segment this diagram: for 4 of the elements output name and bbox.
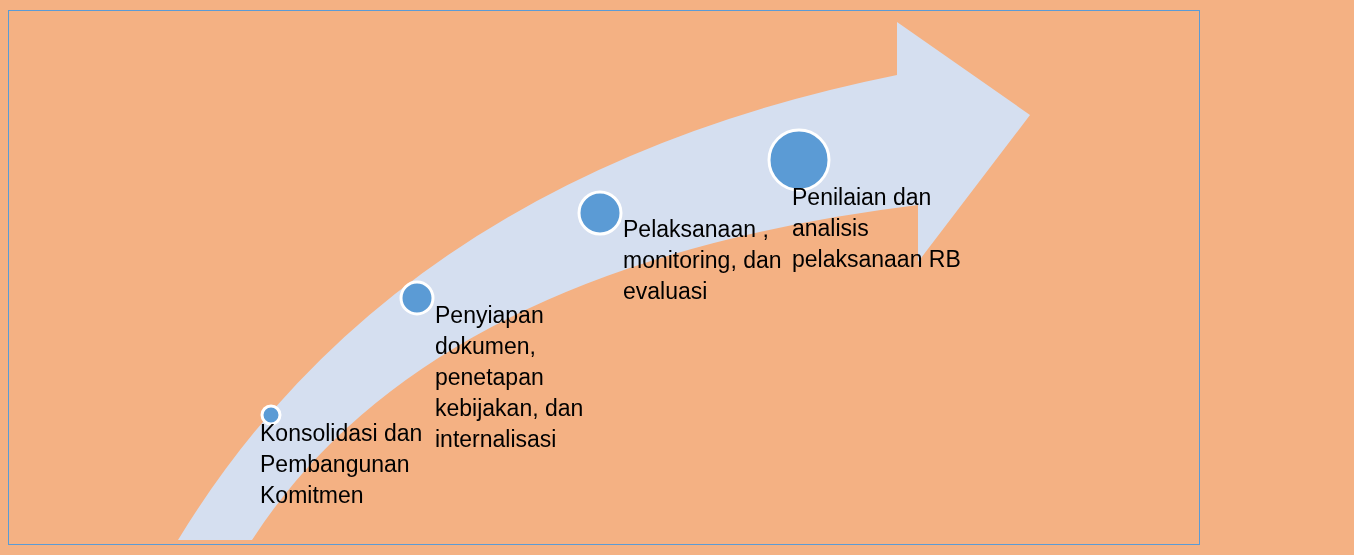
milestone-text: Penyiapan dokumen, penetapan kebijakan, dan internalisasi [435,300,585,455]
milestone-text: Penilaian dan analisis pelaksanaan RB [792,182,992,275]
milestone-text: Pelaksanaan , monitoring, dan evaluasi [623,214,783,307]
milestone-text: Konsolidasi dan Pembangunan Komitmen [260,418,435,511]
